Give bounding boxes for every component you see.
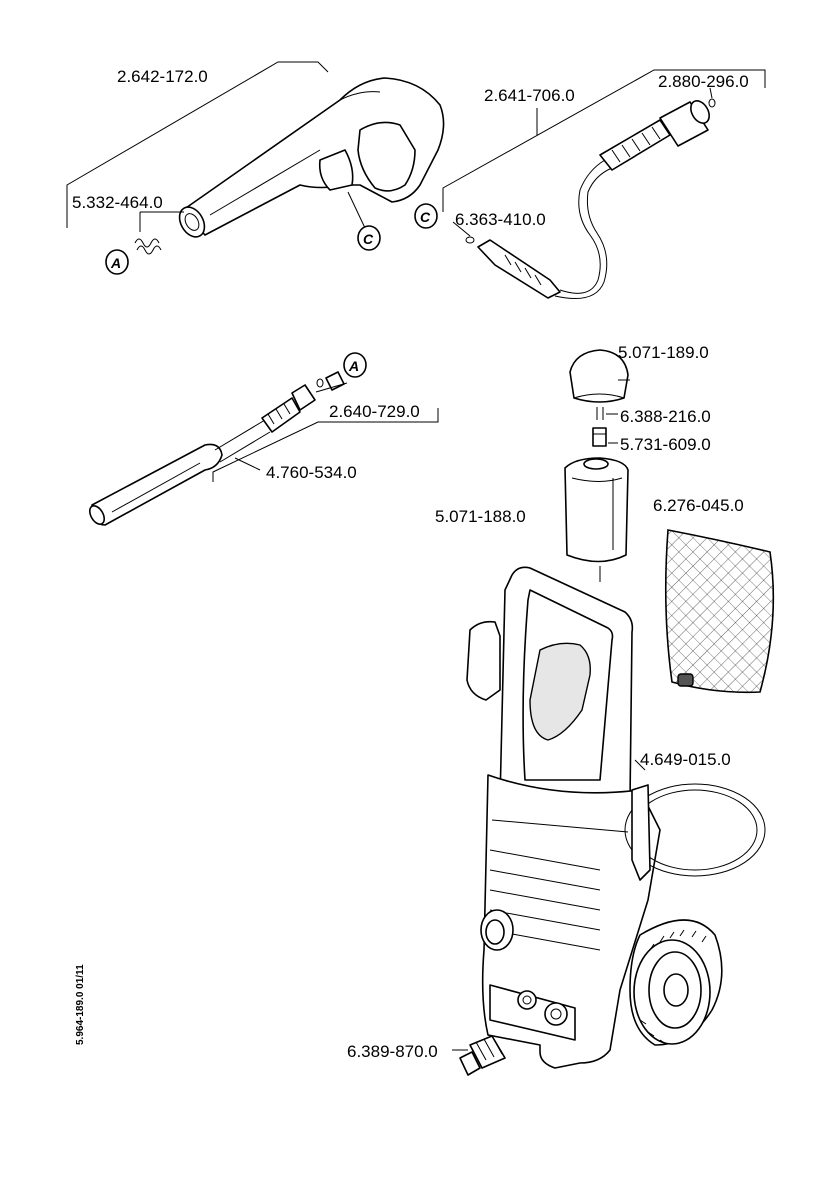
reference-c-gun: C [357,225,381,251]
reference-c-hose: C [414,203,438,229]
label-hose: 2.641-706.0 [484,86,575,105]
label-gun-spring: 5.332-464.0 [72,193,163,212]
svg-text:C: C [420,209,431,225]
detergent-bottle-drawing [564,457,629,563]
document-number: 5.964-189.0 01/11 [75,964,86,1045]
cap-oring-drawing [596,407,604,420]
svg-text:C: C [363,231,374,247]
trigger-gun-drawing [178,77,445,238]
svg-text:A: A [348,358,359,374]
hose-drawing [477,98,716,299]
reference-a-lance: A [343,352,367,378]
reference-a-gun: A [105,249,129,275]
label-cap-valve: 5.731-609.0 [620,435,711,454]
svg-text:A: A [110,255,121,271]
label-hose-oring: 6.363-410.0 [455,210,546,229]
label-hose-end-oring: 2.880-296.0 [658,72,749,91]
power-cable-drawing [624,783,766,881]
label-water-inlet: 6.389-870.0 [347,1042,438,1061]
hose-bag-drawing [664,529,775,694]
label-hose-bag: 6.276-045.0 [653,496,744,515]
water-inlet-coupling-drawing [459,1035,506,1076]
pressure-washer-body-drawing [466,566,661,1069]
label-detergent-cap: 5.071-189.0 [618,343,709,362]
hose-oring-drawing [465,236,475,244]
label-nozzle-connector: 2.640-729.0 [329,402,420,421]
detergent-cap-drawing [569,349,629,403]
wheel-drawing [629,919,723,1046]
label-power-cable: 4.649-015.0 [640,750,731,769]
gun-spring-drawing [134,238,162,255]
cap-valve-drawing [592,427,607,447]
label-detergent-bottle: 5.071-188.0 [435,507,526,526]
label-spray-lance: 4.760-534.0 [266,463,357,482]
label-cap-oring: 6.388-216.0 [620,407,711,426]
spray-lance-drawing [88,384,316,526]
label-trigger-gun: 2.642-172.0 [117,67,208,86]
